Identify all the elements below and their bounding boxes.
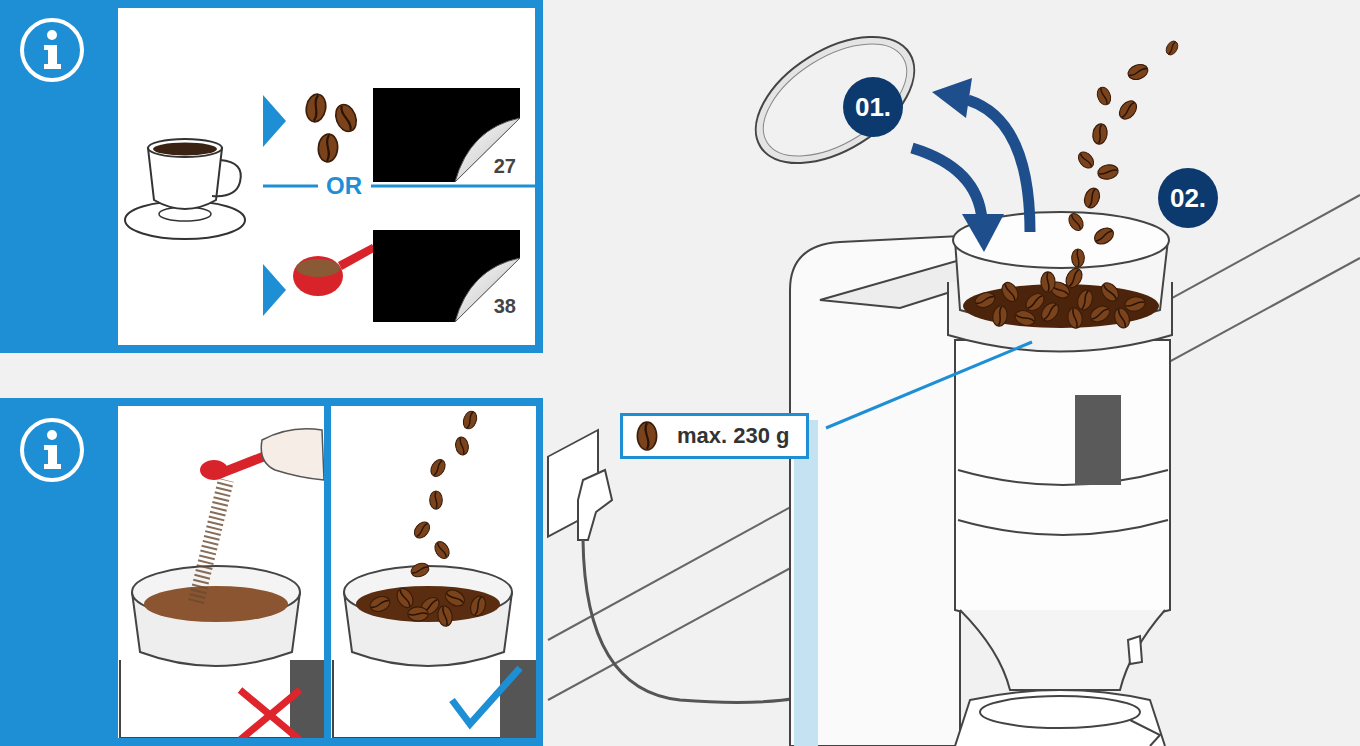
page-reference: 38 [494,295,516,318]
step-number: 02. [1158,168,1218,228]
falling-beans [1066,39,1180,267]
capacity-callout: max. 230 g [620,413,809,459]
alternative-word: OR [320,172,368,200]
step-label: 01. [855,92,891,123]
hopper-lid [734,11,936,189]
step-arrows [912,78,1030,252]
page-reference: 27 [494,155,516,178]
bean-pile [973,266,1146,330]
leader-line [826,342,1032,428]
bean-icon [635,421,661,451]
info-panel [0,0,543,353]
capacity-text: max. 230 g [677,423,790,448]
step-number: 01. [843,77,903,137]
step-label: 02. [1170,183,1206,214]
coffee-machine [790,212,1172,746]
info-panel-2 [0,398,543,746]
